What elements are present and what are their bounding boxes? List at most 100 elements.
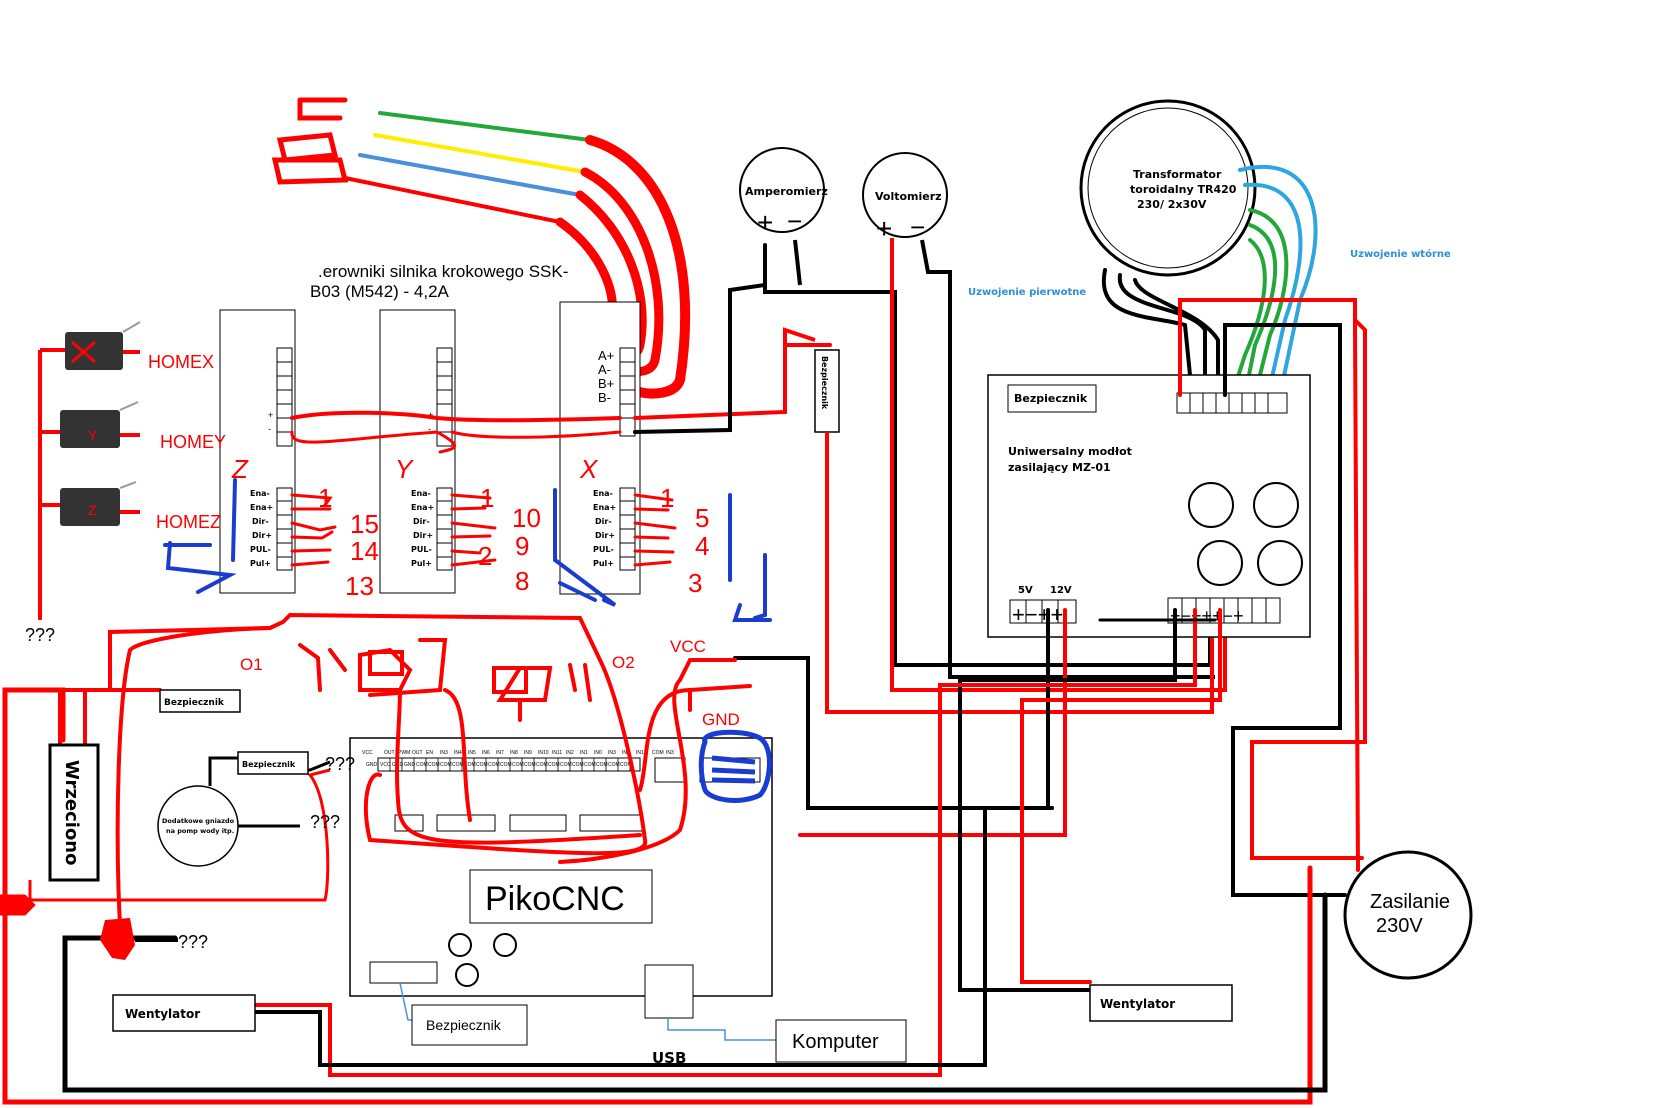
switch-mark-z: Z <box>88 502 97 518</box>
driver-z-plus: + <box>268 410 273 420</box>
ammeter-label: Amperomierz <box>745 185 828 198</box>
piko-pin: COM <box>596 762 608 768</box>
pikocnc-board <box>349 737 773 1019</box>
unknown-label-socket: ??? <box>310 812 340 832</box>
pin-label: Ena- <box>593 489 613 498</box>
relay-o2 <box>492 666 528 694</box>
piko-pin: COM <box>488 762 500 768</box>
fuse-socket-label: Bezpiecznik <box>242 760 296 769</box>
mains-wiring <box>2 298 1367 1105</box>
piko-pin: IN1 <box>636 750 644 756</box>
fuse-board-label: Bezpiecznik <box>426 1017 502 1033</box>
secondary-winding-label: Uzwojenie wtórne <box>1350 248 1451 260</box>
extra-socket <box>0 756 331 916</box>
piko-pin: GND <box>404 762 416 768</box>
fan-right-label: Wentylator <box>1100 997 1175 1011</box>
pin-number: 3 <box>688 568 702 598</box>
power-module-5v: 5V <box>1018 585 1033 596</box>
o1-label: O1 <box>240 655 263 674</box>
pin-number: 2 <box>478 541 492 571</box>
extra-socket-label-line2: na pomp wody itp. <box>166 827 234 835</box>
pin-label: Ena+ <box>250 503 273 512</box>
vcc-label: VCC <box>670 637 706 656</box>
driver-z-pins: Ena- Ena+ Dir- Dir+ PUL- Pul+ <box>250 489 273 568</box>
pin-number: 1 <box>480 483 494 513</box>
piko-pin: IN4 <box>454 750 462 756</box>
pin-label: Dir- <box>595 517 612 526</box>
voltmeter-plus: + <box>876 213 892 244</box>
piko-pin: GND <box>366 762 378 768</box>
terminal-b-minus: B- <box>598 390 611 405</box>
axis-letter-y: Y <box>395 454 414 484</box>
pin-label: Pul+ <box>250 559 271 568</box>
piko-pin: IN2 <box>622 750 630 756</box>
piko-pin: COM <box>464 762 476 768</box>
fuse-top-label: Bezpiecznik <box>820 356 829 410</box>
pin-number: 1 <box>318 483 332 513</box>
mains-supply <box>1343 850 1473 980</box>
piko-pin: OUT <box>412 750 423 756</box>
pin-label: PUL- <box>593 545 614 554</box>
pin-number: 8 <box>515 566 529 596</box>
fuse-top <box>783 327 1214 714</box>
voltmeter-minus: − <box>910 212 925 242</box>
piko-pin: COM <box>452 762 464 768</box>
pin-label: Dir+ <box>595 531 615 540</box>
pin-number: 10 <box>512 503 541 533</box>
pin-number: 9 <box>515 531 529 561</box>
switch-mark-y: Y <box>88 427 98 443</box>
mains-label-line1: Zasilanie <box>1370 891 1450 913</box>
limit-switch-y <box>60 410 120 448</box>
computer <box>775 1019 907 1063</box>
piko-pin: VCC <box>380 762 391 768</box>
pin-label: Ena- <box>411 489 431 498</box>
piko-pin: VCC <box>362 750 373 756</box>
piko-pin: IN3 <box>608 750 616 756</box>
fuse-spindle <box>159 689 241 713</box>
usb-label: USB <box>652 1049 686 1067</box>
piko-pin: IN0 <box>594 750 602 756</box>
gnd-blue-circle <box>698 729 772 803</box>
spindle-plug <box>100 918 178 960</box>
pin-number: 1 <box>660 483 674 513</box>
home-switches <box>38 321 141 620</box>
o2-label: O2 <box>612 653 635 672</box>
piko-pin: COM <box>512 762 524 768</box>
homey-label: HOMEY <box>160 432 226 452</box>
pin-number: 5 <box>695 503 709 533</box>
piko-pin: IN2 <box>566 750 574 756</box>
piko-pin: COM <box>572 762 584 768</box>
primary-winding-label: Uzwojenie pierwotne <box>968 287 1086 298</box>
pin-label: Dir+ <box>413 531 433 540</box>
pin-label: Dir- <box>252 517 269 526</box>
piko-pin: COM <box>608 762 620 768</box>
pin-label: Pul+ <box>593 559 614 568</box>
axis-letters: Z Y X <box>231 454 599 484</box>
fuse-board-link <box>399 982 776 1041</box>
fuse-spindle-label: Bezpiecznik <box>164 698 225 708</box>
terminal-b-plus: B+ <box>598 376 614 391</box>
pin-label: Ena- <box>250 489 270 498</box>
homex-label: HOMEX <box>148 352 214 372</box>
piko-pin: EN <box>426 750 433 756</box>
pin-label: Pul+ <box>411 559 432 568</box>
piko-bottom-labels: GND VCC GND GND COM COM COM COM COM COM … <box>366 762 632 768</box>
gnd-label: GND <box>702 710 740 729</box>
unknown-label-socket-fuse: ??? <box>325 754 355 774</box>
relay-o1 <box>368 650 404 676</box>
piko-pin: COM <box>524 762 536 768</box>
fuse-socket <box>237 751 309 775</box>
transformer-label-line1: Transformator <box>1133 168 1222 181</box>
piko-pin: IN5 <box>468 750 476 756</box>
transformer-label-line2: toroidalny TR420 <box>1130 183 1237 196</box>
limit-switch-z <box>60 488 120 526</box>
power-module-big-terminals: +−+++−+ <box>1170 606 1244 626</box>
voltmeter-label: Voltomierz <box>875 190 942 203</box>
piko-pin: COM <box>620 762 632 768</box>
power-module-small-terminals: +−++ <box>1012 602 1063 627</box>
axis-letter-z: Z <box>231 454 249 484</box>
piko-pin: IN11 <box>552 750 562 756</box>
piko-pin: IN8 <box>510 750 518 756</box>
pin-label: Ena+ <box>411 503 434 512</box>
